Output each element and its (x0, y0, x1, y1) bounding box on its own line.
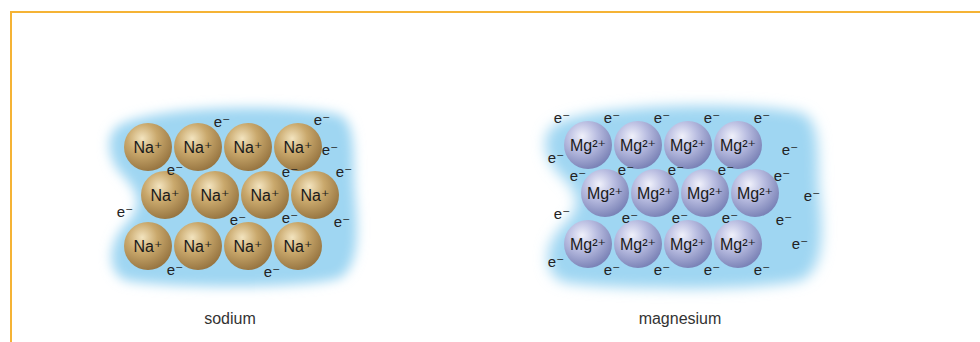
ion-sphere-fill (274, 123, 322, 171)
ion-sphere-fill (564, 121, 612, 169)
electron-label: e⁻ (704, 261, 720, 278)
ion-label: Mg²⁺ (720, 235, 756, 254)
electron-label: e⁻ (264, 263, 280, 280)
electron-label: e⁻ (622, 209, 638, 226)
ion-label: Mg²⁺ (570, 136, 606, 155)
electron-label: e⁻ (334, 213, 350, 230)
ion-sphere-fill (564, 220, 612, 268)
electron-label: e⁻ (654, 261, 670, 278)
ion-label: Na⁺ (134, 138, 163, 157)
electron-label: e⁻ (718, 161, 734, 178)
metal-ion: Mg²⁺ (664, 220, 712, 268)
metal-ion: Mg²⁺ (714, 220, 762, 268)
ion-label: Na⁺ (151, 186, 180, 205)
ion-label: Mg²⁺ (670, 235, 706, 254)
metal-ion: Na⁺ (274, 123, 322, 171)
electron-label: e⁻ (282, 163, 298, 180)
electron-label: e⁻ (754, 261, 770, 278)
metal-ion: Na⁺ (241, 171, 289, 219)
electron-label: e⁻ (282, 209, 298, 226)
electron-label: e⁻ (776, 211, 792, 228)
ion-label: Na⁺ (234, 237, 263, 256)
ion-sphere-fill (124, 123, 172, 171)
ion-label: Mg²⁺ (620, 235, 656, 254)
electron-label: e⁻ (654, 109, 670, 126)
ion-label: Mg²⁺ (670, 136, 706, 155)
electron-label: e⁻ (322, 141, 338, 158)
ion-label: Na⁺ (201, 186, 230, 205)
electron-label: e⁻ (668, 161, 684, 178)
metal-ion: Na⁺ (141, 171, 189, 219)
electron-label: e⁻ (314, 111, 330, 128)
ion-sphere-fill (714, 220, 762, 268)
ion-label: Na⁺ (184, 138, 213, 157)
electron-label: e⁻ (722, 209, 738, 226)
electron-sea-glow (546, 106, 822, 289)
ion-label: Mg²⁺ (620, 136, 656, 155)
electron-label: e⁻ (214, 113, 230, 130)
electron-sea-glow (110, 108, 357, 287)
metal-ion: Na⁺ (224, 123, 272, 171)
metal-ion: Mg²⁺ (614, 220, 662, 268)
electron-label: e⁻ (704, 109, 720, 126)
ion-label: Na⁺ (184, 237, 213, 256)
ion-label: Na⁺ (284, 138, 313, 157)
ion-label: Mg²⁺ (687, 184, 723, 203)
ion-sphere-fill (141, 171, 189, 219)
metal-ion: Na⁺ (224, 222, 272, 270)
electron-label: e⁻ (672, 209, 688, 226)
ion-label: Mg²⁺ (737, 184, 773, 203)
electron-label: e⁻ (548, 253, 564, 270)
electron-label: e⁻ (618, 161, 634, 178)
ion-sphere-fill (614, 220, 662, 268)
electron-label: e⁻ (792, 235, 808, 252)
electron-label: e⁻ (336, 163, 352, 180)
electron-label: e⁻ (604, 109, 620, 126)
metal-lattice-region: sodiumNa⁺Na⁺Na⁺Na⁺Na⁺Na⁺Na⁺Na⁺Na⁺Na⁺Na⁺N… (100, 100, 360, 290)
ion-label: Na⁺ (251, 186, 280, 205)
ion-sphere-fill (664, 220, 712, 268)
ion-label: Na⁺ (284, 237, 313, 256)
metal-ion: Na⁺ (124, 222, 172, 270)
ion-label: Mg²⁺ (570, 235, 606, 254)
ion-sphere-fill (224, 222, 272, 270)
ion-sphere-fill (124, 222, 172, 270)
metal-ion: Na⁺ (124, 123, 172, 171)
metal-ion: Mg²⁺ (731, 169, 779, 217)
ion-sphere-fill (224, 123, 272, 171)
ion-label: Mg²⁺ (720, 136, 756, 155)
metal-ion: Na⁺ (274, 222, 322, 270)
electron-label: e⁻ (754, 109, 770, 126)
ion-sphere-fill (731, 169, 779, 217)
electron-label: e⁻ (230, 211, 246, 228)
electron-label: e⁻ (167, 261, 183, 278)
metal-lattice-region: magnesiumMg²⁺Mg²⁺Mg²⁺Mg²⁺Mg²⁺Mg²⁺Mg²⁺Mg²… (535, 98, 825, 292)
electron-label: e⁻ (804, 187, 820, 204)
electron-label: e⁻ (604, 261, 620, 278)
metal-name: sodium (204, 310, 256, 327)
ion-label: Mg²⁺ (637, 184, 673, 203)
electron-label: e⁻ (167, 161, 183, 178)
ion-label: Na⁺ (301, 186, 330, 205)
ion-label: Na⁺ (234, 138, 263, 157)
metal-ion: Mg²⁺ (564, 121, 612, 169)
electron-label: e⁻ (548, 149, 564, 166)
metal-ion: Mg²⁺ (564, 220, 612, 268)
ion-label: Na⁺ (134, 237, 163, 256)
electron-label: e⁻ (774, 167, 790, 184)
ion-sphere-fill (274, 222, 322, 270)
electron-label: e⁻ (782, 141, 798, 158)
ion-sphere-fill (241, 171, 289, 219)
electron-label: e⁻ (554, 109, 570, 126)
electron-label: e⁻ (117, 203, 133, 220)
ion-sphere-fill (291, 171, 339, 219)
ion-label: Mg²⁺ (587, 184, 623, 203)
frame-line (11, 12, 980, 342)
electron-label: e⁻ (554, 205, 570, 222)
metal-name: magnesium (639, 310, 722, 327)
metal-ion: Na⁺ (291, 171, 339, 219)
electron-label: e⁻ (570, 167, 586, 184)
